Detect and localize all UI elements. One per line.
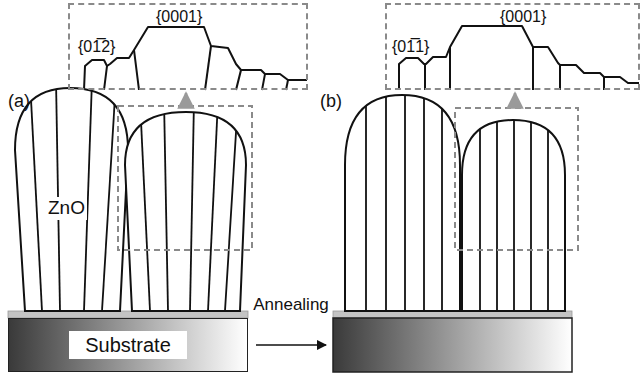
facet-profile-part <box>262 74 265 90</box>
buffer-layer <box>8 311 248 318</box>
facet-index: {0001} <box>500 8 546 26</box>
grain-boundaries-part <box>547 100 549 311</box>
facet-profile-part <box>104 66 107 90</box>
facet-profile-part <box>84 27 307 90</box>
grain-boundaries-part <box>441 80 443 311</box>
grain-boundaries-part <box>530 100 532 311</box>
grain-boundaries-part <box>385 80 387 311</box>
grain-boundaries-part <box>423 80 425 311</box>
zno-grain <box>15 88 246 311</box>
grain-boundaries <box>140 100 238 311</box>
grain-boundaries <box>366 80 442 311</box>
grain-boundaries-part <box>365 80 367 311</box>
facet-profile-part <box>532 47 534 90</box>
grain-boundaries <box>480 100 548 311</box>
material-label: ZnO <box>46 197 87 220</box>
facet-profile-part <box>449 47 451 90</box>
buffer-layer <box>333 311 572 318</box>
grain-boundaries-part <box>190 100 194 311</box>
facet-profile-part <box>424 64 426 90</box>
substrate-block <box>333 318 572 372</box>
grain-boundaries-part <box>56 80 60 311</box>
facet-index: {01̅2} <box>78 38 115 56</box>
grain-boundaries-part <box>102 80 116 311</box>
facet-profile-part <box>559 65 561 90</box>
process-label: Annealing <box>253 296 329 315</box>
inset-box: {0001} {01̅1} <box>385 3 640 90</box>
facet-profile-part <box>134 50 139 90</box>
process-arrow <box>256 344 326 346</box>
grain-boundaries-part <box>140 100 150 311</box>
grain-boundaries-part <box>225 100 238 311</box>
substrate-block: Substrate <box>8 318 248 372</box>
grain-boundaries-part <box>84 80 92 311</box>
facet-index: {0001} <box>156 8 202 26</box>
zoom-region <box>118 106 252 250</box>
panel-label: (b) <box>320 92 342 112</box>
grain-boundaries-part <box>513 100 515 311</box>
facet-profile-part <box>399 26 639 90</box>
grain-boundaries <box>30 80 116 311</box>
grain-boundaries-part <box>404 80 406 311</box>
panel-label: (a) <box>8 92 30 112</box>
grain-boundaries-part <box>496 100 498 311</box>
facet-profile <box>399 26 639 90</box>
grain-boundaries-part <box>30 80 42 311</box>
grain-boundaries-part <box>479 100 481 311</box>
grain-boundaries-part <box>164 100 168 311</box>
facet-index: {01̅1} <box>392 38 429 56</box>
facet-profile-part <box>205 46 211 90</box>
grain-boundaries-part <box>208 100 218 311</box>
inset-box: {0001} {01̅2} <box>68 3 308 90</box>
facet-profile-part <box>236 70 241 90</box>
substrate-label: Substrate <box>69 331 187 359</box>
zno-grain-part <box>125 112 246 311</box>
zoom-arrow <box>185 93 188 106</box>
zoom-region <box>455 108 578 250</box>
facet-profile <box>84 27 307 90</box>
zoom-arrow <box>514 93 517 108</box>
